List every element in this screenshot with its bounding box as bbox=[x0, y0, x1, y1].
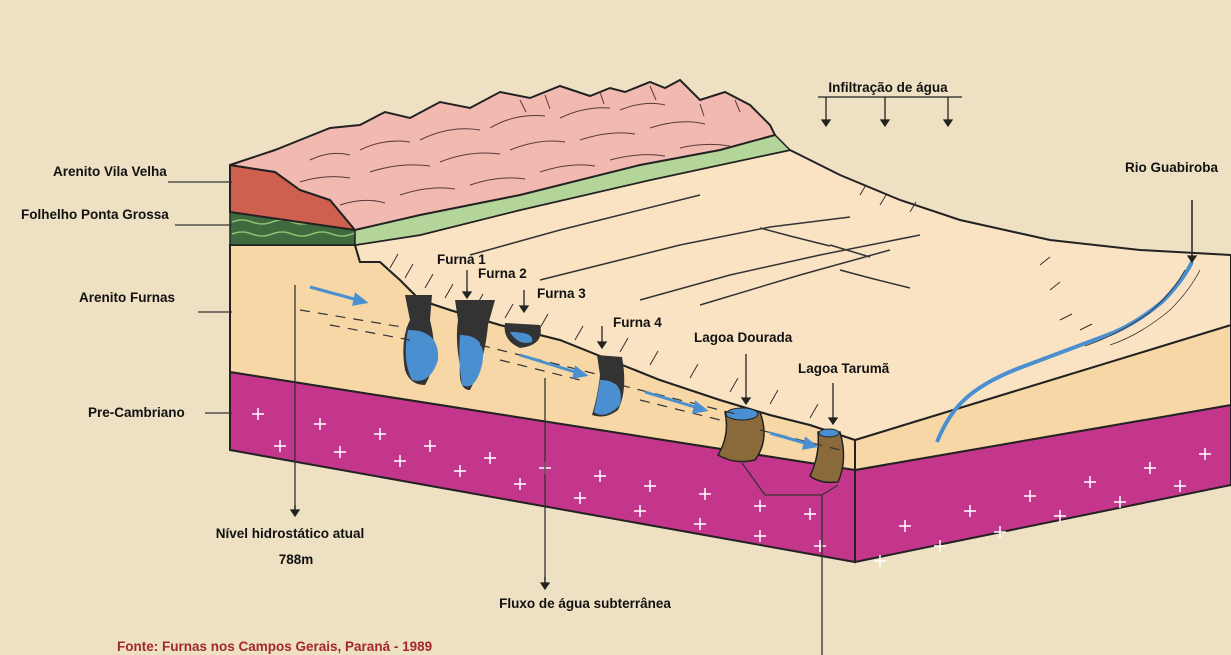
label-folhelho-ponta-grossa: Folhelho Ponta Grossa bbox=[21, 207, 169, 222]
label-furna-1: Furna 1 bbox=[437, 252, 486, 267]
infiltration-arrows bbox=[818, 97, 962, 126]
label-arenito-furnas: Arenito Furnas bbox=[79, 290, 175, 305]
label-lagoa-taruma: Lagoa Tarumã bbox=[798, 361, 890, 376]
label-lagoa-dourada: Lagoa Dourada bbox=[694, 330, 793, 345]
label-nivel-altitude: 788m bbox=[279, 552, 314, 567]
label-pre-cambriano: Pre-Cambriano bbox=[88, 405, 185, 420]
source-caption: Fonte: Furnas nos Campos Gerais, Paraná … bbox=[117, 639, 432, 654]
label-fluxo-agua: Fluxo de água subterrânea bbox=[499, 596, 671, 611]
label-rio-guabiroba: Rio Guabiroba bbox=[1125, 160, 1218, 175]
label-nivel-hidrostatico: Nível hidrostático atual bbox=[216, 526, 365, 541]
label-furna-3: Furna 3 bbox=[537, 286, 586, 301]
label-furna-2: Furna 2 bbox=[478, 266, 527, 281]
label-furna-4: Furna 4 bbox=[613, 315, 662, 330]
label-infiltracao: Infiltração de água bbox=[828, 80, 948, 95]
label-arenito-vila-velha: Arenito Vila Velha bbox=[53, 164, 167, 179]
